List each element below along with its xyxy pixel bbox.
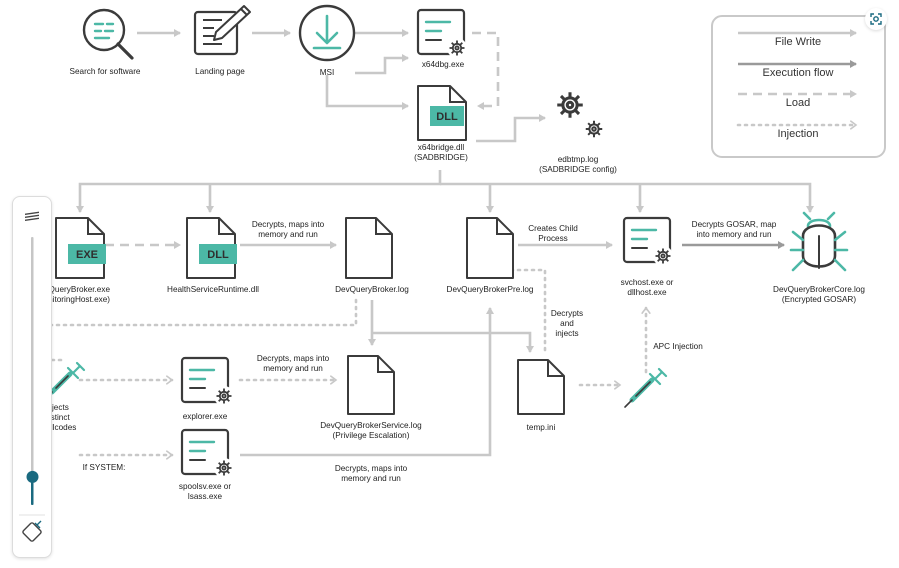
label-edbtmp-2: (SADBRIDGE config) [539,165,617,174]
dll-tag: DLL [207,249,229,261]
label-service-2: (Privilege Escalation) [333,431,410,440]
fit-to-screen-icon[interactable] [22,520,42,542]
label-healthservice: HealthServiceRuntime.dll [167,285,259,294]
legend-load: Load [786,97,810,109]
zoom-controls [19,211,45,542]
zoom-in-icon[interactable] [25,211,39,222]
edge-service-decrypts-1: Decrypts, maps into [257,354,330,363]
legend-execution-flow: Execution flow [763,67,834,79]
edge-gosar-2: into memory and run [696,230,772,239]
zoom-slider-handle[interactable] [26,470,39,483]
legend-injection: Injection [778,128,819,140]
edge-decrypts-2: memory and run [258,230,318,239]
label-dqb-pre: DevQueryBrokerPre.log [447,285,534,294]
edge-gosar-1: Decrypts GOSAR, map [692,220,777,229]
label-svchost-1: svchost.exe or [621,278,674,287]
label-spoolsv-1: spoolsv.exe or [179,482,231,491]
edge-if-system: If SYSTEM: [83,463,126,472]
apc-injection-syringe-icon [624,367,668,408]
label-dqb-exe-2: (MonitoringHost.exe) [34,295,110,304]
label-injects-3: shellcodes [38,423,77,432]
edge-creates-child-1: Creates Child [528,224,578,233]
label-search: Search for software [70,67,141,76]
landing-page-icon [193,5,251,56]
focus-icon [870,13,882,25]
svchost-process-icon [622,216,673,266]
label-x64bridge-1: x64bridge.dll [418,143,465,152]
edge-spool-decrypts-2: memory and run [341,474,401,483]
devquerybroker-log-icon [345,217,393,279]
edge-injects-2: and [560,319,574,328]
label-temp: temp.ini [527,423,556,432]
edge-creates-child-2: Process [538,234,568,243]
legend: File Write Execution flow Load Injection [711,15,886,158]
label-dqb-log: DevQueryBroker.log [335,285,409,294]
label-injects-2: distinct [44,413,70,422]
spoolsv-process-icon [180,428,234,478]
label-spoolsv-2: lsass.exe [188,492,223,501]
search-software-icon [82,8,134,60]
explorer-process-icon [180,356,234,406]
label-x64dbg: x64dbg.exe [422,60,465,69]
zoom-slider-fill [31,476,34,505]
node-labels: Search for software Landing page MSI x64… [34,60,865,501]
label-landing: Landing page [195,67,245,76]
edge-decrypts-1: Decrypts, maps into [252,220,325,229]
edge-injects-1: Decrypts [551,309,583,318]
legend-file-write: File Write [775,36,821,48]
x64bridge-dll-icon: DLL [417,85,467,141]
devquerybrokerpre-log-icon [466,217,514,279]
edbtmp-config-gears-icon [555,90,604,139]
label-core-2: (Encrypted GOSAR) [782,295,856,304]
gosar-malware-bug-icon [789,211,849,272]
label-dqb-exe-1: DevQueryBroker.exe [34,285,110,294]
edge-apc: APC Injection [653,342,703,351]
label-core-1: DevQueryBrokerCore.log [773,285,865,294]
devquerybrokerservice-log-icon [347,355,395,415]
label-svchost-2: dllhost.exe [627,288,667,297]
exe-tag: EXE [76,249,98,261]
label-service-1: DevQueryBrokerService.log [320,421,422,430]
edge-injects-3: injects [555,329,578,338]
label-injects-1: Injects [45,403,69,412]
zoom-panel [12,196,52,558]
expand-view-button[interactable] [865,8,887,30]
label-edbtmp-1: edbtmp.log [558,155,599,164]
label-explorer: explorer.exe [183,412,228,421]
edge-spool-decrypts-1: Decrypts, maps into [335,464,408,473]
label-x64bridge-2: (SADBRIDGE) [414,153,468,162]
healthservice-dll-icon: DLL [186,217,237,279]
msi-download-icon [298,4,356,62]
x64dbg-exe-icon [416,8,467,58]
zoom-slider-track[interactable] [31,237,34,505]
temp-ini-icon [517,359,565,415]
label-msi: MSI [320,68,335,77]
edge-labels: Decrypts, maps into memory and run Creat… [83,220,777,483]
dll-tag: DLL [436,111,458,123]
devquerybroker-exe-icon: EXE [55,217,106,279]
edge-service-decrypts-2: memory and run [263,364,323,373]
